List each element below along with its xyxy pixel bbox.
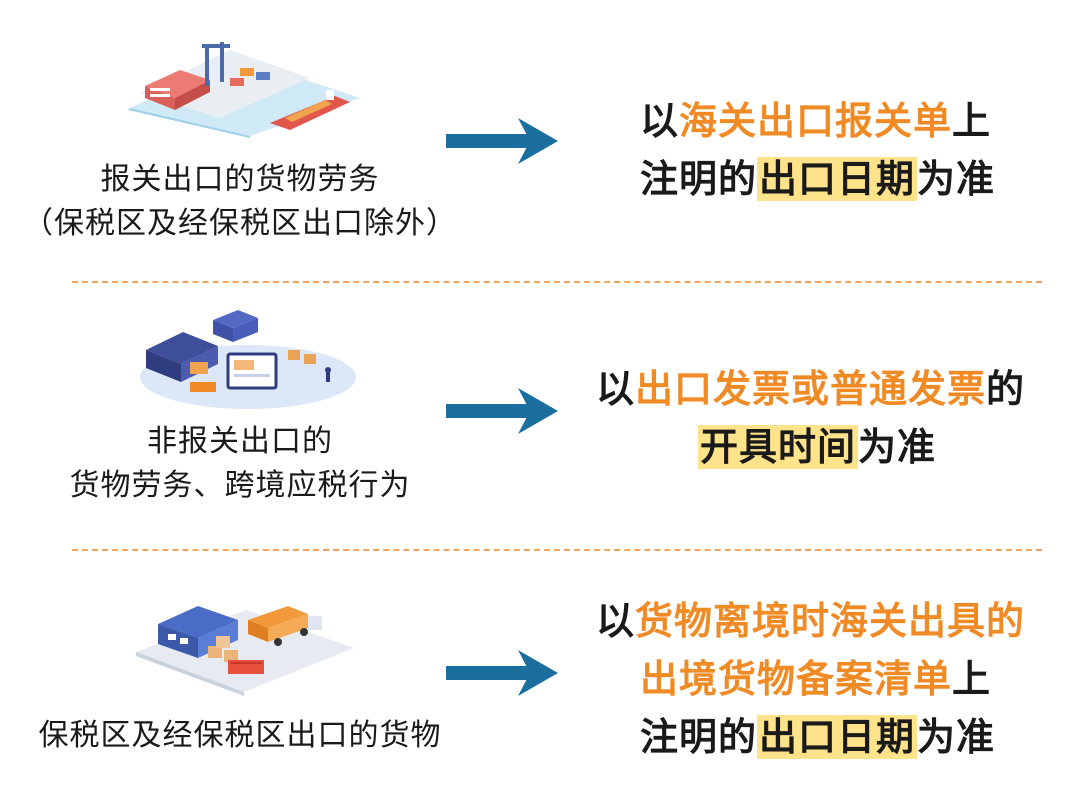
left-description-2: 非报关出口的 货物劳务、跨境应税行为 — [20, 420, 460, 508]
rule-text-1: 以海关出口报关单上 注明的出口日期为准 — [640, 92, 995, 208]
rule-emphasis: 货物离境时海关出具的 — [635, 599, 1026, 643]
rule-highlight: 出口日期 — [757, 715, 918, 759]
section-divider — [72, 549, 1042, 551]
left-line: （保税区及经保税区出口除外） — [23, 206, 457, 241]
rule-text: 以 — [596, 599, 636, 643]
rule-text: 为准 — [917, 715, 996, 759]
rule-text: 为准 — [917, 157, 996, 201]
left-line: 保税区及经保税区出口的货物 — [38, 718, 442, 753]
rule-text: 注明的 — [640, 157, 758, 201]
left-line: 非报关出口的 — [147, 424, 333, 459]
rule-emphasis: 出口发票或普通发票 — [635, 367, 987, 411]
right-arrow-icon — [446, 118, 558, 168]
left-line: 报关出口的货物劳务 — [100, 162, 380, 197]
rule-highlight: 开具时间 — [698, 425, 859, 469]
rule-text-3: 以货物离境时海关出具的 出境货物备案清单上 注明的出口日期为准 — [596, 592, 1025, 766]
rule-text: 以 — [596, 367, 636, 411]
rule-emphasis: 出境货物备案清单 — [640, 657, 953, 701]
section-divider — [72, 281, 1042, 283]
left-line: 货物劳务、跨境应税行为 — [69, 468, 411, 503]
right-arrow-icon — [446, 650, 558, 700]
port-with-cargo-ship-icon — [120, 38, 360, 138]
rule-text-2: 以出口发票或普通发票的 开具时间为准 — [596, 360, 1025, 476]
rule-text: 以 — [640, 99, 680, 143]
left-description-3: 保税区及经保税区出口的货物 — [20, 714, 460, 758]
rule-text: 上 — [952, 99, 992, 143]
rule-text: 的 — [986, 367, 1026, 411]
rule-text: 注明的 — [640, 715, 758, 759]
rule-highlight: 出口日期 — [757, 157, 918, 201]
right-arrow-icon — [446, 388, 558, 438]
rule-emphasis: 海关出口报关单 — [679, 99, 953, 143]
bonded-warehouse-truck-icon — [128, 584, 358, 696]
rule-text: 上 — [952, 657, 992, 701]
left-description-1: 报关出口的货物劳务 （保税区及经保税区出口除外） — [20, 158, 460, 246]
warehouse-with-screen-icon — [128, 302, 358, 412]
rule-text: 为准 — [858, 425, 937, 469]
